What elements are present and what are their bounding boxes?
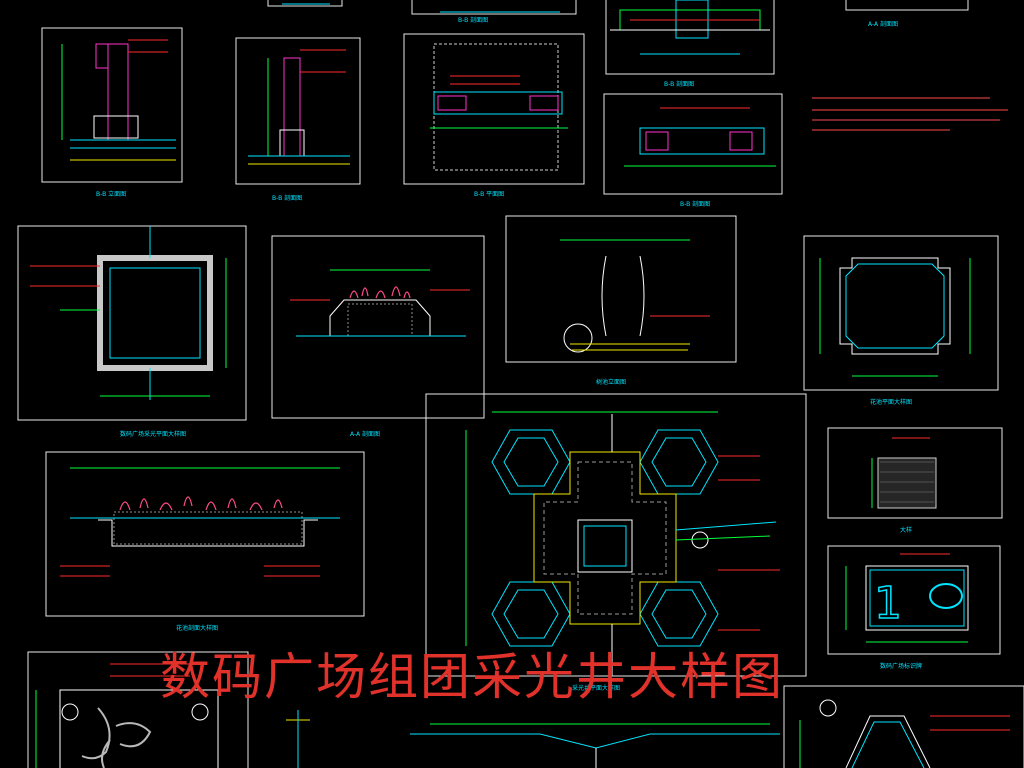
numeral-one: 1 [874, 578, 902, 629]
svg-text:数码广场采光平面大样图: 数码广场采光平面大样图 [120, 430, 186, 438]
svg-text:B-B 剖面图: B-B 剖面图 [680, 200, 710, 208]
bench-plan-3: B-B 平面图 [403, 33, 585, 198]
bottom-center-pieces [286, 710, 780, 768]
planter-section-6: A-A 剖面图 [271, 235, 485, 438]
svg-text:大样: 大样 [900, 526, 912, 534]
planter-long-section-9: 花池剖面大样图 [45, 451, 365, 632]
svg-text:B-B 剖面图: B-B 剖面图 [458, 16, 488, 24]
column-section-2: B-B 剖面图 [235, 37, 361, 202]
svg-text:数码广场标识牌: 数码广场标识牌 [880, 662, 922, 670]
svg-text:B-B 平面图: B-B 平面图 [474, 191, 504, 198]
svg-text:花池平面大样图: 花池平面大样图 [870, 398, 912, 406]
tree-elevation-7: 树池立面图 [505, 215, 737, 386]
column-elevation-1: B-B 立面图 [41, 27, 183, 198]
drawing-title: 数码广场组团采光井大样图 [160, 649, 784, 705]
svg-text:B-B 剖面图: B-B 剖面图 [272, 194, 302, 202]
svg-text:A-A 剖面图: A-A 剖面图 [350, 430, 380, 438]
svg-text:花池剖面大样图: 花池剖面大样图 [176, 624, 218, 632]
svg-text:B-B 立面图: B-B 立面图 [96, 190, 126, 198]
light-well-plan-main: 采光井平面大样图 [425, 393, 807, 692]
material-swatch: 大样 [827, 427, 1003, 534]
svg-text:树池立面图: 树池立面图 [596, 378, 626, 386]
svg-text:采光井平面大样图: 采光井平面大样图 [572, 684, 620, 692]
numeral-sign-panel: 1 数码广场标识牌 [827, 545, 1001, 670]
notes-block [812, 97, 1008, 131]
svg-text:B-B 剖面图: B-B 剖面图 [664, 80, 694, 88]
top-strip-frames: B-B 剖面图 A-A 剖面图 B-B 剖面图 [267, 0, 969, 88]
octagon-planter-plan-8: 花池平面大样图 [803, 235, 999, 406]
bench-section-4: B-B 剖面图 [603, 93, 783, 208]
bottom-left-panel [27, 651, 249, 768]
bottom-right-panel [783, 685, 1024, 768]
square-pit-plan-5: 数码广场采光平面大样图 [17, 225, 247, 438]
svg-text:A-A 剖面图: A-A 剖面图 [868, 20, 898, 28]
